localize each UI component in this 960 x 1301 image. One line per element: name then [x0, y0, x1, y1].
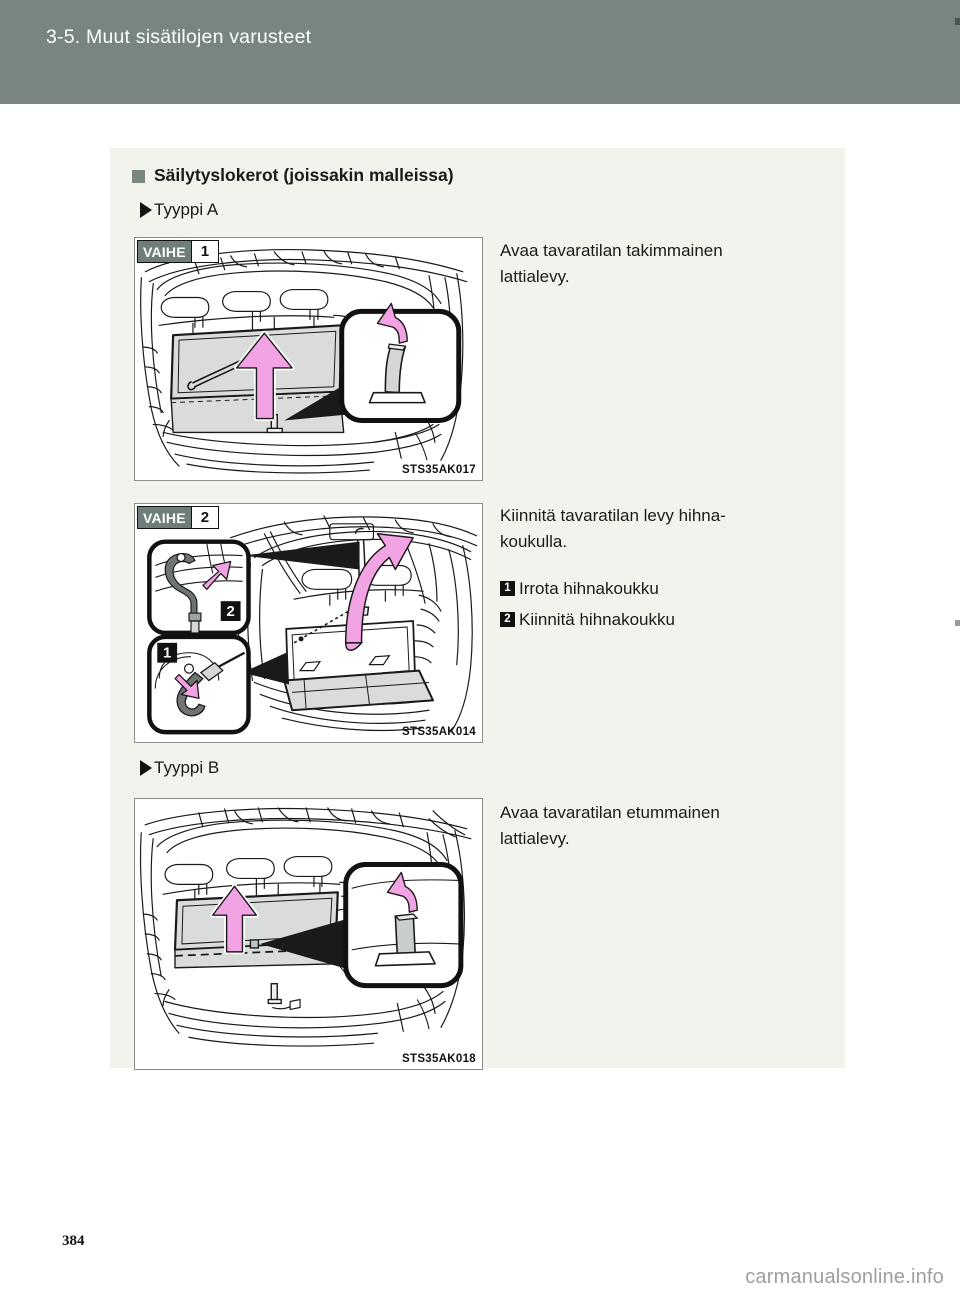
step-badge-1: VAIHE 1 [137, 240, 220, 263]
step-badge-number: 2 [190, 507, 219, 528]
page-number: 384 [62, 1233, 85, 1249]
page-edge-tick-middle [955, 620, 960, 626]
subheading-type-a: Tyyppi A [140, 200, 218, 220]
step-2-text: Kiinnitä tavaratilan levy hihna- koukull… [500, 503, 826, 555]
step-1-text: Avaa tavaratilan takimmainen lattialevy. [500, 238, 826, 290]
figure-caption-1: STS35AK017 [402, 464, 476, 476]
step-1-text-line-2: lattialevy. [500, 267, 570, 286]
step-badge-label: VAIHE [138, 507, 191, 528]
svg-text:2: 2 [227, 604, 235, 620]
page-edge-tick-top [955, 18, 960, 25]
list-item: 2 Kiinnitä hihnakoukku [500, 604, 826, 635]
figure-type-b: STS35AK018 [134, 798, 483, 1070]
triangle-bullet-icon [140, 760, 152, 776]
subheading-type-b-label: Tyyppi B [154, 758, 220, 777]
step-badge-label: VAIHE [138, 241, 191, 262]
step-2-text-line-1: Kiinnitä tavaratilan levy hihna- [500, 506, 726, 525]
list-marker-1: 1 [500, 581, 515, 596]
subheading-type-a-label: Tyyppi A [154, 200, 219, 219]
watermark: carmanualsonline.info [745, 1266, 944, 1288]
svg-text:1: 1 [163, 646, 171, 662]
figure-caption-2: STS35AK014 [402, 726, 476, 738]
step-badge-2: VAIHE 2 [137, 506, 220, 529]
type-b-text: Avaa tavaratilan etummainen lattialevy. [500, 800, 826, 852]
section-heading-label: Säilytyslokerot (joissakin malleissa) [154, 165, 454, 185]
list-item: 1 Irrota hihnakoukku [500, 573, 826, 604]
list-item-2-label: Kiinnitä hihnakoukku [519, 610, 675, 629]
step-badge-number: 1 [190, 241, 219, 262]
page-header-title: 3-5. Muut sisätilojen varusteet [46, 26, 312, 48]
figure-caption-3: STS35AK018 [402, 1053, 476, 1065]
step-2-text-line-2: koukulla. [500, 532, 568, 551]
figure-step-1: VAIHE 1 STS35AK017 [134, 237, 483, 481]
list-marker-2: 2 [500, 612, 515, 627]
step-1-text-line-1: Avaa tavaratilan takimmainen [500, 241, 723, 260]
triangle-bullet-icon [140, 202, 152, 218]
square-bullet-icon [132, 170, 145, 183]
page-header-band: 3-5. Muut sisätilojen varusteet [0, 0, 960, 104]
step-2-numbered-list: 1 Irrota hihnakoukku 2 Kiinnitä hihnakou… [500, 573, 826, 635]
type-b-text-line-2: lattialevy. [500, 829, 570, 848]
section-heading: Säilytyslokerot (joissakin malleissa) [132, 165, 454, 186]
type-b-text-line-1: Avaa tavaratilan etummainen [500, 803, 720, 822]
list-item-1-label: Irrota hihnakoukku [519, 579, 659, 598]
figure-step-2: 2 1 VAIHE 2 STS35AK014 [134, 503, 483, 743]
subheading-type-b: Tyyppi B [140, 758, 219, 778]
